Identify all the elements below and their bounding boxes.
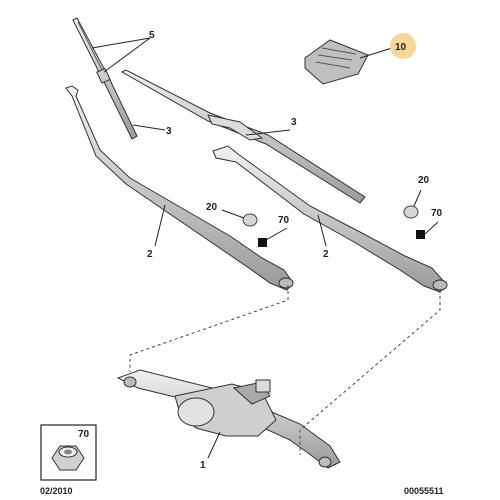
inset-nut-detail [40, 424, 97, 481]
callout-motor-linkage: 1 [200, 460, 206, 471]
inset-part-number: 70 [78, 429, 90, 440]
assembly-guides [129, 285, 441, 455]
callout-blade-right: 3 [291, 117, 297, 128]
reference-number: 00055511 [404, 486, 444, 496]
callout-arm-right: 2 [323, 249, 329, 260]
leader-lines [91, 37, 439, 459]
wiper-motor-linkage [116, 369, 341, 469]
callout-arm-left: 2 [147, 249, 153, 260]
callout-nut-left: 70 [278, 215, 290, 226]
connector-highlight [390, 33, 416, 59]
cap-left [242, 213, 258, 227]
wiper-blade-right [120, 69, 366, 204]
callout-blade-left: 3 [166, 126, 172, 137]
electrical-connector [304, 39, 369, 85]
callout-nut-right: 70 [431, 208, 443, 219]
cap-right [403, 205, 419, 219]
callout-cap-right: 20 [418, 175, 430, 186]
nut-right [416, 230, 425, 239]
date-code: 02/2010 [40, 486, 73, 496]
wiper-arm-left [65, 85, 294, 291]
wiper-blade-left [72, 17, 138, 140]
callout-connector: 10 [395, 42, 407, 53]
callout-cap-left: 20 [206, 202, 218, 213]
callout-blade-pair: 5 [149, 30, 155, 41]
nut-left [258, 238, 267, 247]
